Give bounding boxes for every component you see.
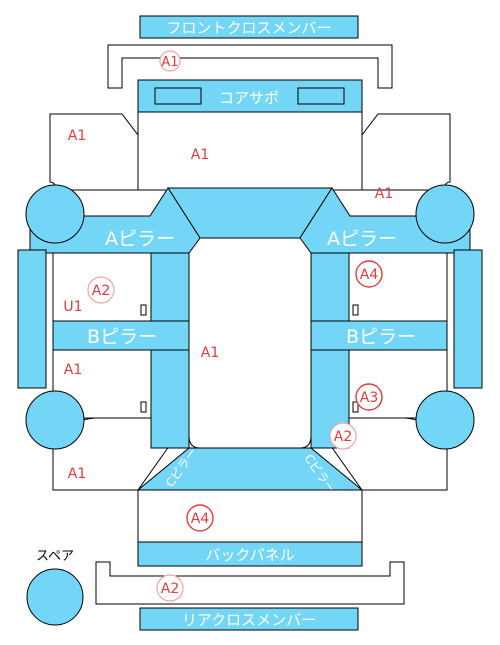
right-rear-door-mark: A3: [360, 390, 378, 406]
rear-right-wheel[interactable]: [415, 390, 475, 450]
front-left-fender-mark: A1: [68, 128, 86, 144]
front-center-panel[interactable]: [137, 111, 363, 191]
right-front-door-circle: [355, 260, 383, 288]
right-rocker-panel[interactable]: [453, 249, 483, 389]
trunk-floor-mark: A4: [191, 511, 210, 527]
front-cross-member-mark-circle: [159, 50, 181, 72]
rear-left-wheel[interactable]: [25, 390, 85, 450]
rear-bumper-bracket[interactable]: [95, 561, 405, 605]
b-pillar-left-panel[interactable]: [52, 320, 190, 351]
rear-cross-member-mark: A2: [161, 581, 179, 597]
front-cross-member-label: フロントクロスメンバー: [166, 19, 331, 37]
core-support-right-slot: [297, 87, 345, 105]
front-left-fender[interactable]: [49, 113, 139, 191]
left-front-door-mark: U1: [63, 299, 82, 315]
b-pillar-right-label: Bピラー: [346, 326, 416, 348]
back-panel-label: バックパネル: [205, 546, 294, 564]
left-front-door-handle: [140, 304, 147, 316]
b-pillar-right-panel[interactable]: [310, 320, 448, 351]
front-cross-member-panel[interactable]: [139, 15, 359, 39]
trunk-floor-circle: [186, 504, 214, 532]
right-rear-door-circle: [355, 383, 383, 411]
right-rear-door-handle: [352, 401, 359, 413]
left-front-door-state-mark: A2: [92, 283, 110, 299]
front-right-fender[interactable]: [361, 113, 451, 191]
left-rear-door-mark: A1: [64, 362, 82, 378]
back-panel[interactable]: [137, 541, 363, 567]
core-support-label: コアサポ: [219, 89, 279, 107]
front-right-wheel[interactable]: [415, 184, 475, 244]
right-front-door-handle: [352, 304, 359, 316]
left-rocker-panel[interactable]: [17, 249, 47, 389]
front-center-mark: A1: [191, 147, 209, 163]
center-floor-mark: A1: [201, 345, 219, 361]
spare-tire[interactable]: [26, 568, 84, 626]
trunk-floor-panel[interactable]: [137, 489, 363, 543]
roof-panel[interactable]: [188, 237, 312, 449]
front-left-wheel[interactable]: [25, 184, 85, 244]
rear-cross-member-panel[interactable]: [139, 607, 359, 631]
right-rear-quarter-circle: [329, 422, 357, 450]
rear-cross-member-circle: [156, 574, 184, 602]
core-support-left-slot: [154, 87, 202, 105]
a-pillar-left-label: Aピラー: [105, 228, 175, 250]
front-cross-member-mark: A1: [161, 55, 178, 70]
left-rear-door-handle: [140, 401, 147, 413]
left-rear-quarter-mark: A1: [68, 466, 86, 482]
rear-cross-member-label: リアクロスメンバー: [182, 611, 316, 629]
b-pillar-left-label: Bピラー: [87, 326, 157, 348]
spare-label: スペア: [36, 549, 74, 564]
right-rear-quarter-mark: A2: [334, 429, 352, 445]
left-front-door-state-circle: [87, 276, 115, 304]
front-right-fender-mark: A1: [375, 186, 393, 202]
a-pillar-right-label: Aピラー: [327, 228, 397, 250]
right-front-door-mark: A4: [360, 267, 379, 283]
